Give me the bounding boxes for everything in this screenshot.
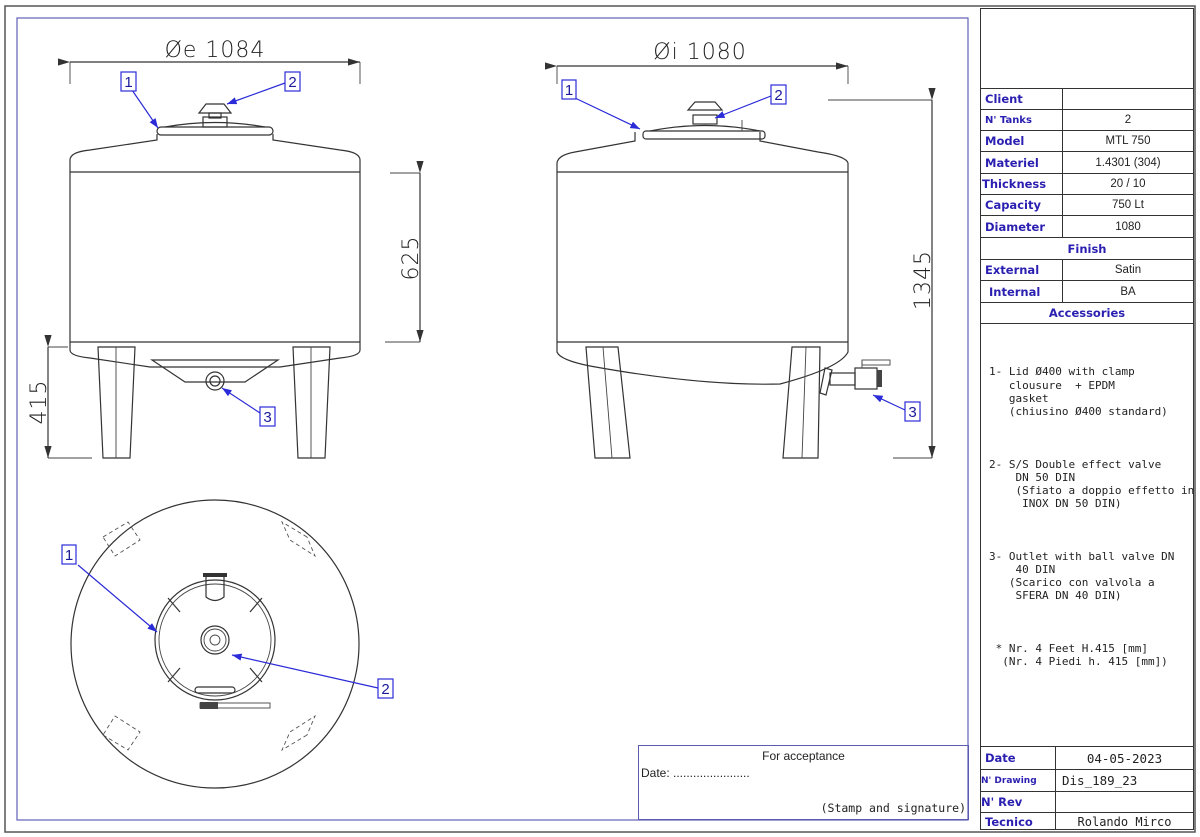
label-materiel: Materiel [981, 152, 1063, 173]
front-body-height-label: 625 [399, 236, 424, 281]
value-materiel: 1.4301 (304) [1095, 156, 1161, 169]
callout-3: 3 [908, 404, 916, 421]
accessory-item: 3- Outlet with ball valve DN 40 DIN (Sca… [989, 549, 1175, 603]
label-capacity: Capacity [981, 195, 1063, 215]
total-height-label: 1345 [911, 250, 936, 310]
acceptance-title: For acceptance [762, 749, 845, 763]
value-tanks: 2 [1124, 114, 1132, 126]
label-internal: Internal [981, 281, 1063, 302]
accessory-item: 1- Lid Ø400 with clamp clousure + EPDM g… [989, 365, 1168, 419]
drawing-frame [16, 17, 969, 821]
value-internal: BA [1120, 285, 1136, 298]
callout-1: 1 [65, 547, 73, 564]
value-client [1063, 89, 1193, 109]
callout-2: 2 [774, 87, 782, 104]
label-drawing-number: N' Drawing [981, 770, 1056, 791]
value-revision [1056, 792, 1193, 812]
accessories-list: 1- Lid Ø400 with clamp clousure + EPDM g… [989, 339, 1194, 695]
label-tanks: N' Tanks [981, 110, 1063, 130]
label-thickness: Thickness [981, 174, 1063, 194]
label-tecnico: Tecnico [981, 813, 1056, 830]
top-view: 1 2 [61, 499, 394, 789]
sheet-border [4, 5, 1196, 833]
front-diameter-label: Øe 1084 [165, 38, 266, 63]
feet-height-label: 415 [27, 380, 52, 425]
value-capacity: 750 Lt [1112, 199, 1144, 211]
accessory-item: 2- S/S Double effect valve DN 50 DIN (Sf… [989, 457, 1195, 511]
label-revision: N' Rev [981, 792, 1056, 812]
title-block: Client N' Tanks 2 Model MTL 750 Materiel 1.… [980, 8, 1194, 830]
callout-3: 3 [263, 409, 271, 426]
callout-1: 1 [124, 74, 132, 91]
value-model: MTL 750 [1105, 135, 1151, 147]
callout-1: 1 [565, 82, 573, 99]
value-drawing-number: Dis_189_23 [1062, 773, 1138, 788]
side-diameter-label: Øi 1080 [653, 40, 746, 65]
acceptance-box: For acceptance Date: ...................… [638, 745, 969, 820]
label-client: Client [981, 89, 1063, 109]
value-external: Satin [1114, 264, 1142, 276]
label-diameter: Diameter [981, 216, 1063, 237]
accessories-header: Accessories [1048, 306, 1126, 320]
finish-header: Finish [1067, 241, 1107, 256]
label-date: Date [981, 747, 1056, 769]
value-thickness: 20 / 10 [1110, 178, 1146, 190]
callout-2: 2 [381, 681, 389, 698]
value-date: 04-05-2023 [1086, 750, 1163, 766]
label-external: External [981, 260, 1063, 280]
side-view: Øi 1080 1345 1 2 3 [545, 40, 936, 459]
callout-2: 2 [288, 74, 296, 91]
accessory-item: * Nr. 4 Feet H.415 [mm] (Nr. 4 Piedi h. … [995, 642, 1168, 669]
value-diameter: 1080 [1115, 220, 1141, 233]
stamp-signature-label: (Stamp and signature) [820, 801, 966, 815]
front-view: Øe 1084 625 415 1 2 3 [27, 38, 424, 459]
label-model: Model [981, 131, 1063, 151]
acceptance-date-field: Date: ....................... [641, 766, 750, 780]
value-tecnico: Rolando Mirco [1077, 814, 1172, 829]
